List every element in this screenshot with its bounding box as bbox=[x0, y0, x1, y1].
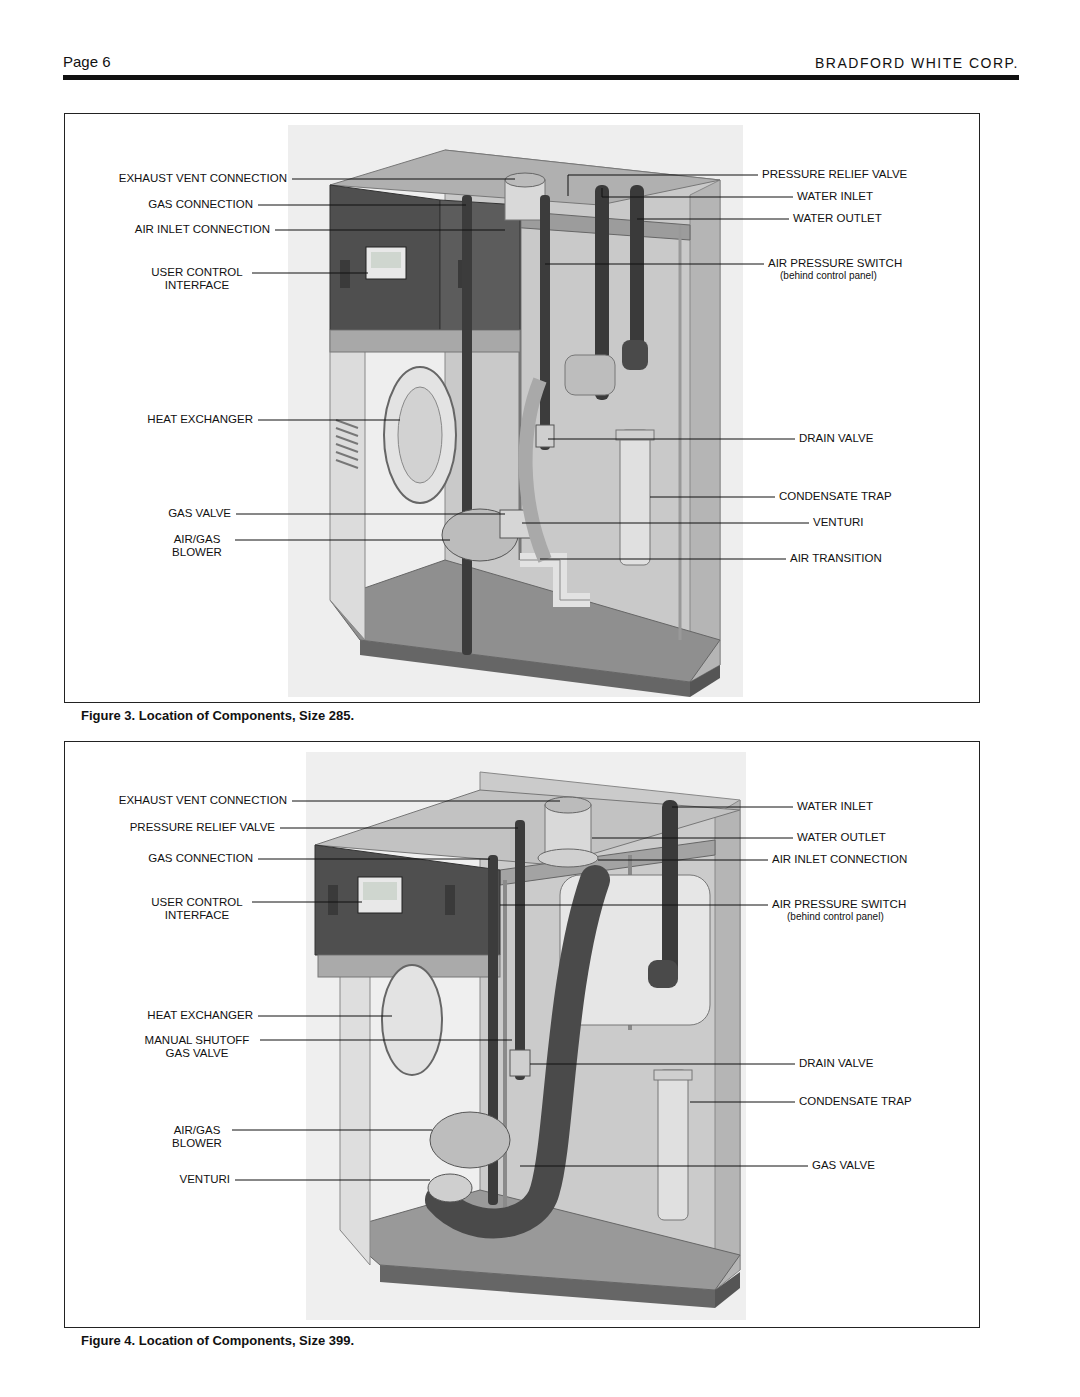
figure-caption: Figure 3. Location of Components, Size 2… bbox=[81, 708, 354, 724]
callout-label: USER CONTROL INTERFACE bbox=[147, 896, 247, 922]
callout-label: WATER INLET bbox=[797, 190, 873, 203]
figure-caption: Figure 4. Location of Components, Size 3… bbox=[81, 1333, 354, 1349]
header-rule bbox=[63, 75, 1019, 80]
callout-label: HEAT EXCHANGER bbox=[147, 413, 253, 426]
callout-label: AIR TRANSITION bbox=[790, 552, 882, 565]
callout-label: AIR INLET CONNECTION bbox=[135, 223, 270, 236]
callout-label: CONDENSATE TRAP bbox=[779, 490, 892, 503]
callout-label: WATER INLET bbox=[797, 800, 873, 813]
callout-label: GAS VALVE bbox=[168, 507, 231, 520]
figure-frame bbox=[65, 114, 980, 703]
callout-label: AIR PRESSURE SWITCH bbox=[772, 898, 906, 911]
page-number: Page 6 bbox=[63, 53, 111, 71]
callout-note: (behind control panel) bbox=[780, 270, 877, 282]
callout-label: AIR INLET CONNECTION bbox=[772, 853, 907, 866]
callout-label: MANUAL SHUTOFF GAS VALVE bbox=[142, 1034, 252, 1060]
callout-label: GAS VALVE bbox=[812, 1159, 875, 1172]
callout-label: EXHAUST VENT CONNECTION bbox=[119, 794, 287, 807]
callout-label: WATER OUTLET bbox=[797, 831, 886, 844]
callout-label: DRAIN VALVE bbox=[799, 432, 873, 445]
callout-label: GAS CONNECTION bbox=[148, 852, 253, 865]
leader-lines bbox=[232, 801, 808, 1180]
callout-note: (behind control panel) bbox=[787, 911, 884, 923]
callout-label: CONDENSATE TRAP bbox=[799, 1095, 912, 1108]
leader-lines bbox=[235, 175, 809, 559]
callout-label: WATER OUTLET bbox=[793, 212, 882, 225]
boiler-illustration bbox=[288, 125, 743, 697]
callout-label: USER CONTROL INTERFACE bbox=[147, 266, 247, 292]
callout-label: PRESSURE RELIEF VALVE bbox=[130, 821, 275, 834]
boiler-illustration bbox=[306, 752, 746, 1320]
figure-frame bbox=[65, 742, 980, 1328]
brand-name: BRADFORD WHITE CORP. bbox=[815, 54, 1019, 72]
callout-label: PRESSURE RELIEF VALVE bbox=[762, 168, 907, 181]
callout-label: AIR/GAS BLOWER bbox=[167, 533, 227, 559]
callout-label: AIR PRESSURE SWITCH bbox=[768, 257, 902, 270]
callout-label: EXHAUST VENT CONNECTION bbox=[119, 172, 287, 185]
callout-label: VENTURI bbox=[813, 516, 863, 529]
callout-label: HEAT EXCHANGER bbox=[147, 1009, 253, 1022]
callout-label: GAS CONNECTION bbox=[148, 198, 253, 211]
callout-label: DRAIN VALVE bbox=[799, 1057, 873, 1070]
callout-label: VENTURI bbox=[180, 1173, 230, 1186]
callout-label: AIR/GAS BLOWER bbox=[167, 1124, 227, 1150]
